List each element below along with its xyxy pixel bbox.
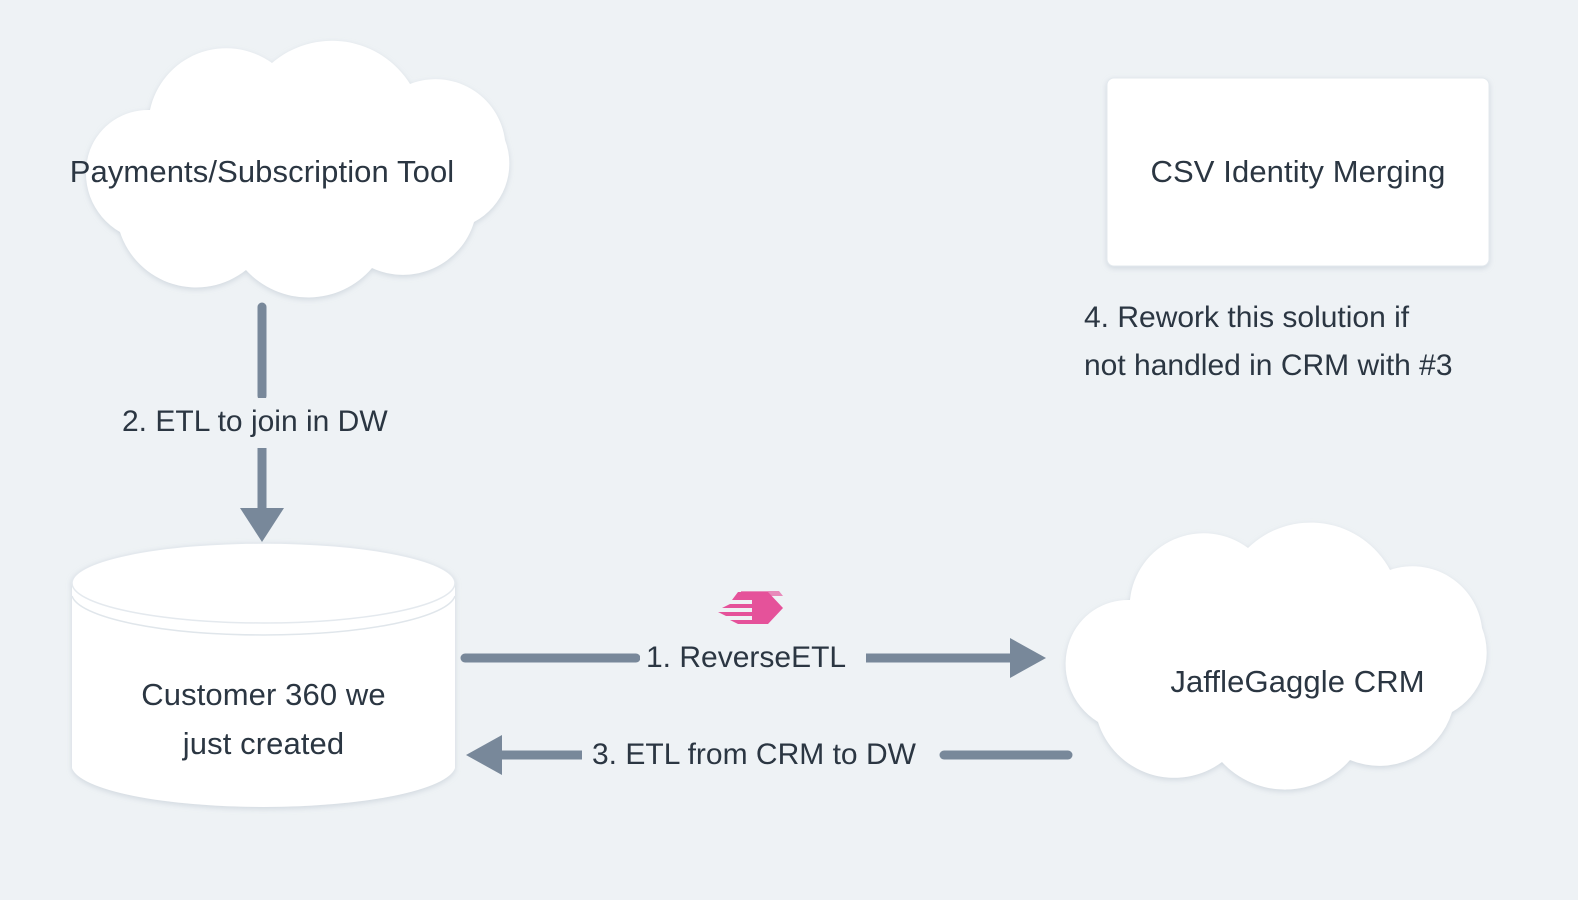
node-csv-rect[interactable] [1106, 77, 1490, 267]
edge-label-etl-join: 2. ETL to join in DW [116, 398, 394, 446]
node-payments-cloud[interactable] [85, 40, 510, 298]
note-rework-label: 4. Rework this solution if not handled i… [1084, 301, 1453, 382]
edge-label-reverse-etl: 1. ReverseETL [640, 634, 853, 682]
edge-etl-crm-dw-arrow [466, 735, 1073, 775]
edge-etl-join-arrow [240, 302, 284, 542]
node-crm-cloud[interactable] [1065, 522, 1487, 790]
node-warehouse-cylinder[interactable] [71, 542, 456, 807]
edge-reverse-etl-arrow [460, 638, 1046, 678]
hightouch-logo-icon [718, 591, 783, 624]
edge-label-etl-crm-dw: 3. ETL from CRM to DW [586, 731, 922, 779]
